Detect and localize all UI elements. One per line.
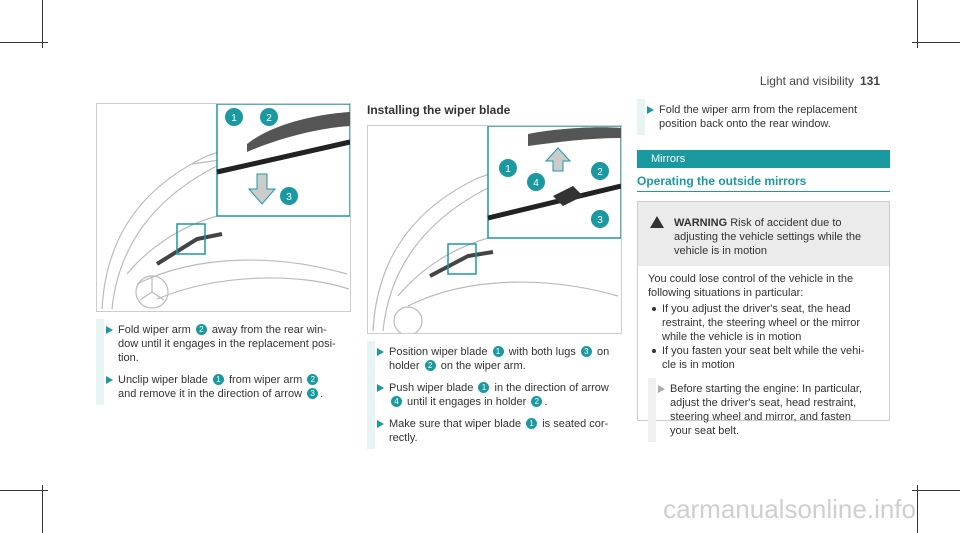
- step-fold-arm: Fold wiper arm 2 away from the rear win-…: [96, 319, 349, 369]
- step-arrow-icon: [377, 348, 384, 356]
- crop-mark: [917, 0, 918, 48]
- svg-text:2: 2: [266, 113, 272, 124]
- callout-3: 3: [591, 210, 609, 228]
- crop-mark: [0, 490, 48, 491]
- crop-mark: [912, 490, 960, 491]
- warning-triangle-icon: [650, 216, 664, 228]
- figure-wiper-install: 1 4 2 3: [367, 125, 622, 334]
- crop-mark: [42, 0, 43, 48]
- page-header: Light and visibility 131: [760, 74, 880, 88]
- svg-text:1: 1: [231, 113, 237, 124]
- subsection-title: Operating the outside mirrors: [637, 174, 890, 192]
- rear-window-illustration: 1 4 2 3: [372, 126, 621, 333]
- step-arrow-icon: [377, 384, 384, 392]
- install-title: Installing the wiper blade: [367, 103, 511, 117]
- step-unclip-blade: Unclip wiper blade 1 from wiper arm 2 an…: [96, 369, 349, 405]
- warning-header: WARNING Risk of accident due to adjustin…: [638, 202, 889, 266]
- warning-bullet: If you fasten your seat belt while the v…: [648, 344, 879, 372]
- svg-text:1: 1: [505, 164, 511, 175]
- warning-body: You could lose control of the vehicle in…: [638, 266, 889, 444]
- step-check-seated: Make sure that wiper blade 1 is seated c…: [367, 413, 620, 449]
- step-position-blade: Position wiper blade 1 with both lugs 3 …: [367, 341, 620, 377]
- section-title: Mirrors: [637, 150, 890, 168]
- fold-back-step: Fold the wiper arm from the replacement …: [637, 99, 890, 139]
- warning-intro: You could lose control of the vehicle in…: [648, 273, 854, 299]
- callout-3: 3: [280, 187, 298, 205]
- watermark: carmanualsonline.info: [663, 494, 916, 524]
- step-arrow-icon: [377, 420, 384, 428]
- svg-text:3: 3: [597, 215, 603, 226]
- install-steps: Position wiper blade 1 with both lugs 3 …: [367, 341, 620, 453]
- svg-text:2: 2: [597, 167, 603, 178]
- warning-text: Risk of accident due to adjusting the ve…: [674, 217, 862, 257]
- step-arrow-icon: [106, 326, 113, 334]
- rear-window-illustration: 1 2 3: [101, 104, 350, 310]
- arrow-up-icon: [544, 147, 572, 172]
- step-fold-back: Fold the wiper arm from the replacement …: [637, 99, 890, 135]
- callout-2: 2: [591, 162, 609, 180]
- crop-mark: [42, 485, 43, 533]
- step-push-blade: Push wiper blade 1 in the direction of a…: [367, 377, 620, 413]
- warning-bullet: If you adjust the driver's seat, the hea…: [648, 302, 879, 344]
- page-number: 131: [859, 74, 880, 88]
- figure-wiper-removal: 1 2 3: [96, 103, 351, 312]
- callout-2: 2: [260, 108, 278, 126]
- step-arrow-icon: [106, 376, 113, 384]
- step-arrow-icon: [658, 385, 665, 393]
- removal-steps: Fold wiper arm 2 away from the rear win-…: [96, 319, 349, 409]
- svg-text:3: 3: [286, 192, 292, 203]
- callout-4: 4: [527, 173, 545, 191]
- section-name: Light and visibility: [759, 74, 854, 88]
- callout-1: 1: [225, 108, 243, 126]
- crop-mark: [0, 42, 48, 43]
- warning-step: Before starting the engine: In particula…: [648, 378, 879, 442]
- callout-1: 1: [499, 159, 517, 177]
- step-arrow-icon: [647, 106, 654, 114]
- arrow-down-icon: [247, 173, 277, 205]
- crop-mark: [912, 42, 960, 43]
- svg-text:4: 4: [533, 178, 539, 189]
- warning-box: WARNING Risk of accident due to adjustin…: [637, 201, 890, 442]
- warning-label: WARNING: [674, 217, 728, 229]
- crop-mark: [917, 485, 918, 533]
